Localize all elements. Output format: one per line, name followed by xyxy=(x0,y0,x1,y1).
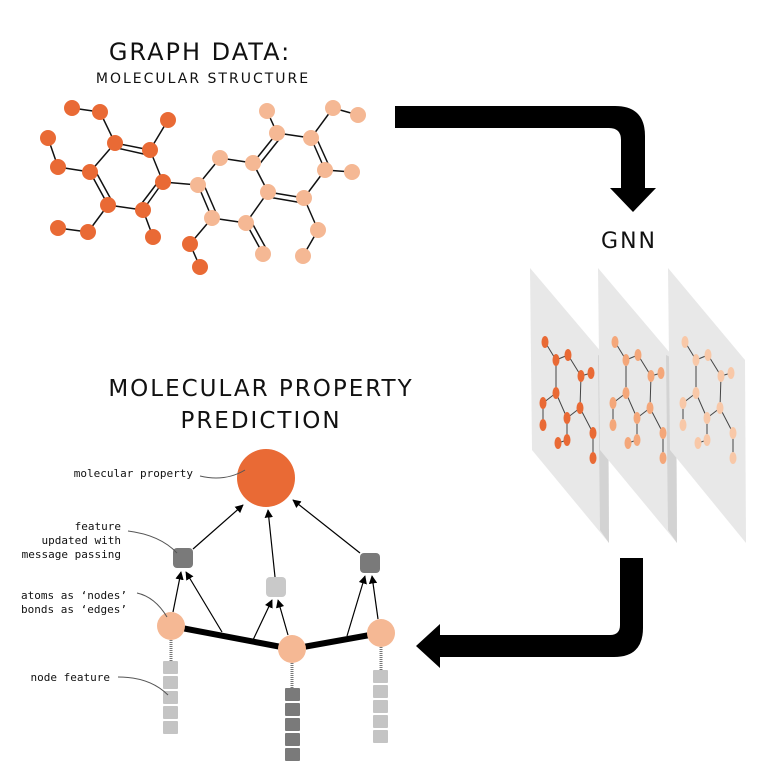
prediction-title-line2: PREDICTION xyxy=(180,408,341,434)
label-node-feature: node feature xyxy=(31,671,110,684)
label-feature-2: updated with xyxy=(42,534,121,547)
molecule-atoms-orange xyxy=(40,100,208,275)
arrow-to-gnn xyxy=(395,106,656,212)
atom-node-1 xyxy=(157,612,185,640)
graph-edges xyxy=(170,623,382,652)
annotation-leaders xyxy=(117,469,246,696)
atom-node-3 xyxy=(367,619,395,647)
label-molecular-property: molecular property xyxy=(74,467,194,480)
gnn-layers xyxy=(530,268,746,543)
gnn-layer-3 xyxy=(668,268,746,543)
graph-data-subtitle: MOLECULAR STRUCTURE xyxy=(96,71,310,87)
updated-feature-square-1 xyxy=(173,548,193,568)
node-feature-stack-2 xyxy=(285,688,300,761)
arrow-to-prediction xyxy=(416,558,643,668)
label-bonds-edges: bonds as ‘edges’ xyxy=(21,603,127,616)
molecular-property-node xyxy=(237,449,295,507)
graph-data-title: GRAPH DATA: xyxy=(109,38,291,66)
updated-feature-square-3 xyxy=(360,553,380,573)
label-feature-3: message passing xyxy=(22,548,121,561)
node-feature-stack-3 xyxy=(373,670,388,743)
feature-connectors xyxy=(169,640,383,688)
message-passing-arrows xyxy=(172,499,379,641)
atom-node-2 xyxy=(278,635,306,663)
node-feature-stack-1 xyxy=(163,661,178,734)
prediction-title-line1: MOLECULAR PROPERTY xyxy=(108,376,413,402)
gnn-label: GNN xyxy=(601,229,657,254)
molecule-atoms-peach xyxy=(190,100,366,264)
label-feature-1: feature xyxy=(75,520,121,533)
updated-feature-square-2 xyxy=(266,577,286,597)
label-atoms-nodes: atoms as ‘nodes’ xyxy=(21,589,127,602)
